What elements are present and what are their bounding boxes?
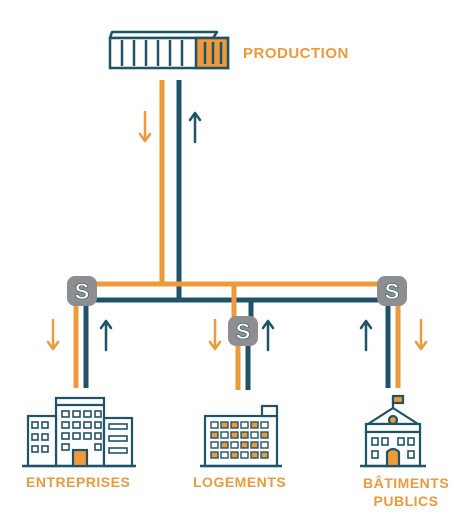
production-label: PRODUCTION	[243, 45, 349, 62]
substation-center: S	[228, 316, 258, 346]
logements-return-up-arrow-icon	[261, 319, 275, 352]
substation-left-glyph: S	[75, 279, 90, 304]
return-up-arrow-icon	[188, 111, 202, 144]
batiments-supply-down-arrow-icon	[414, 318, 428, 351]
supply-down-arrow-icon	[138, 110, 152, 143]
batiments-public-building-icon	[360, 394, 426, 468]
batiments-label-line2: PUBLICS	[373, 493, 439, 509]
production-container-icon	[108, 30, 230, 70]
substation-left: S	[67, 276, 97, 306]
entreprises-office-building-icon	[22, 396, 136, 468]
substation-center-glyph: S	[236, 319, 251, 344]
entreprises-supply-down-arrow-icon	[46, 318, 60, 351]
entreprises-label: ENTREPRISES	[26, 474, 131, 490]
batiments-label-line1: BÂTIMENTS	[363, 475, 450, 491]
batiments-publics-label: BÂTIMENTS PUBLICS	[363, 474, 449, 510]
batiments-return-up-arrow-icon	[359, 319, 373, 352]
substation-right-glyph: S	[385, 279, 400, 304]
logements-supply-down-arrow-icon	[208, 318, 222, 351]
substation-right: S	[377, 276, 407, 306]
logements-apartment-building-icon	[200, 404, 282, 468]
entreprises-return-up-arrow-icon	[99, 319, 113, 352]
logements-label: LOGEMENTS	[193, 474, 287, 490]
